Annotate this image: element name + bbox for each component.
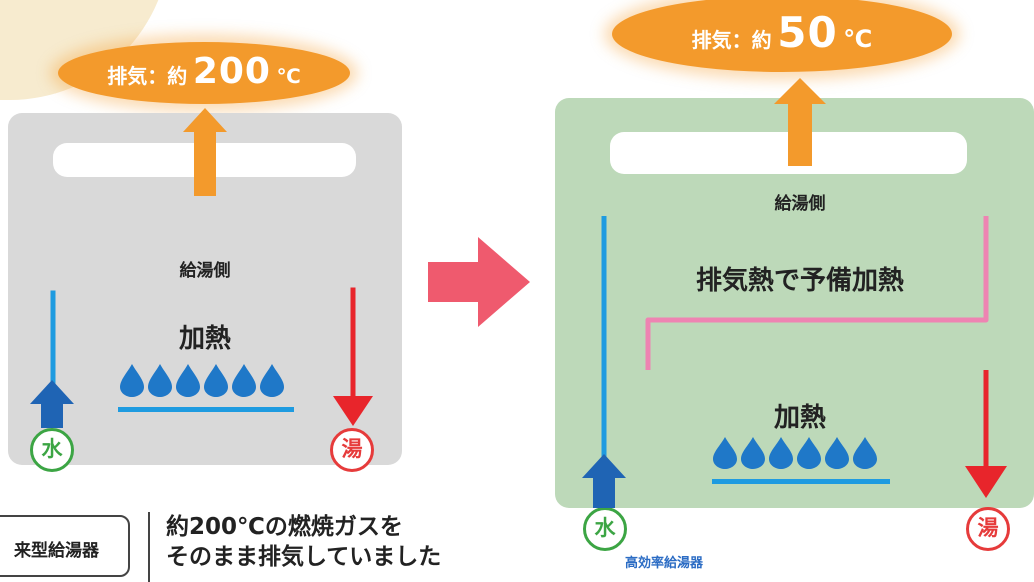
flame-icon xyxy=(769,437,793,469)
heating-pipe-efficient xyxy=(601,213,989,478)
heating-label: 加熱 xyxy=(178,324,231,354)
exhaust-arrow-efficient xyxy=(774,78,826,166)
transition-arrow-icon xyxy=(428,237,530,327)
hot-water-outlet-badge: 湯 xyxy=(966,507,1010,551)
burner-bar-efficient xyxy=(712,479,890,484)
preheat-label: 排気熱で予備加熱 xyxy=(695,266,904,296)
flame-icon xyxy=(741,437,765,469)
note-line-1: 約200℃の燃焼ガスを xyxy=(166,514,403,540)
flame-icon xyxy=(713,437,737,469)
burner-flames-efficient xyxy=(713,437,877,469)
exhaust-temp-unit: ℃ xyxy=(843,25,873,53)
flame-icon xyxy=(120,364,144,397)
heating-label: 加熱 xyxy=(773,403,826,433)
old-heater-note: 約200℃の燃焼ガスを そのまま排気していました xyxy=(148,512,441,572)
burner-flames-old xyxy=(120,364,284,397)
water-inlet-badge: 水 xyxy=(583,507,627,551)
flame-icon xyxy=(853,437,877,469)
flame-icon xyxy=(797,437,821,469)
flame-icon xyxy=(148,364,172,397)
supply-side-label: 給湯側 xyxy=(179,261,231,281)
exhaust-label: 排気：約 xyxy=(691,28,772,52)
water-inlet-badge: 水 xyxy=(30,428,74,472)
exhaust-temp-value: 50 xyxy=(777,8,838,57)
exhaust-bubble-efficient: 排気：約 50 ℃ xyxy=(612,0,952,72)
hot-water-outlet-badge: 湯 xyxy=(330,428,374,472)
burner-bar-old xyxy=(118,407,294,412)
exhaust-label: 排気：約 xyxy=(107,64,188,88)
exhaust-arrow-old xyxy=(183,108,227,196)
flame-icon xyxy=(176,364,200,397)
water-inlet-arrow xyxy=(30,380,74,428)
flame-icon xyxy=(232,364,256,397)
flame-icon xyxy=(260,364,284,397)
supply-side-label: 給湯側 xyxy=(774,194,826,214)
efficient-heater-type-label: 高効率給湯器 xyxy=(625,556,704,571)
exhaust-temp-unit: ℃ xyxy=(276,64,301,88)
heating-pipe-old xyxy=(50,287,356,405)
flame-icon xyxy=(204,364,228,397)
flame-icon xyxy=(825,437,849,469)
water-inlet-arrow xyxy=(582,454,626,508)
exhaust-temp-value: 200 xyxy=(192,51,271,92)
exhaust-bubble-old: 排気：約 200 ℃ xyxy=(58,42,350,104)
hot-water-outlet-arrow xyxy=(965,466,1007,498)
hot-water-outlet-arrow xyxy=(333,396,373,426)
note-line-2: そのまま排気していました xyxy=(166,544,442,570)
note-divider xyxy=(148,512,150,582)
old-heater-type-label: 来型給湯器 xyxy=(0,515,130,577)
